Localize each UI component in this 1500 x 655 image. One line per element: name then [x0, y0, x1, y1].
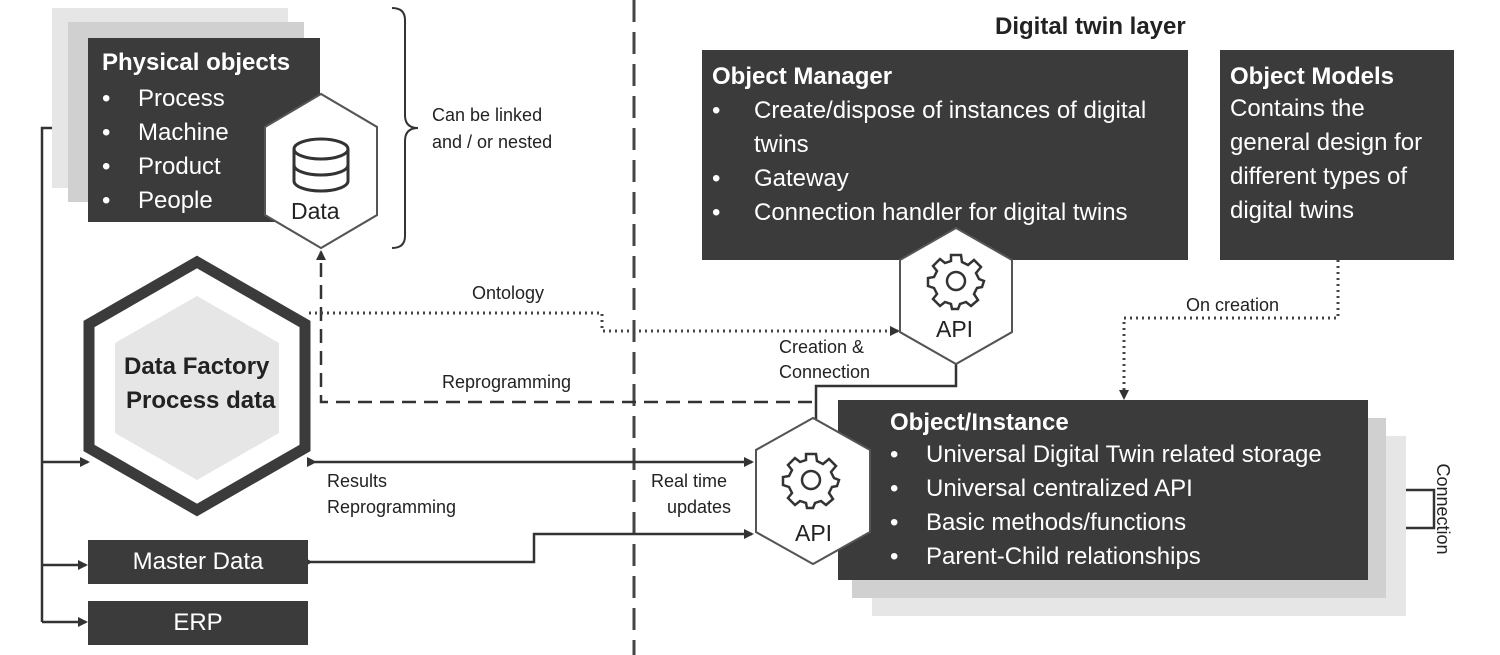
layer-title: Digital twin layer	[995, 13, 1186, 40]
instance-api-overlay	[755, 416, 871, 566]
erp-label: ERP	[173, 609, 223, 636]
list-item-continuation: twins	[754, 131, 809, 158]
list-item: Product	[102, 150, 306, 184]
creation-connection-arrow	[811, 364, 958, 432]
data-factory-hexagon-inner	[115, 296, 279, 480]
ontology-dotted-arrow	[309, 311, 900, 336]
list-item: Process	[102, 82, 306, 116]
list-item: Connection handler for digital twins	[712, 196, 1178, 230]
list-item: Parent-Child relationships	[890, 540, 1352, 574]
object-models-line: digital twins	[1230, 197, 1355, 224]
results-label-line2: Reprogramming	[327, 497, 457, 517]
master-data-box: Master Data	[88, 540, 308, 584]
results-label-line1: Results	[327, 471, 388, 491]
object-manager-list: Create/dispose of instances of digital t…	[712, 94, 1178, 230]
object-models-box: Object Models Contains the general desig…	[1220, 50, 1454, 260]
physical-objects-title: Physical objects	[102, 49, 291, 76]
physical-objects-list: Process Machine Product People	[102, 82, 306, 218]
creation-label-line2: Connection	[779, 362, 871, 382]
object-models-line: different types of	[1230, 163, 1407, 190]
erp-box: ERP	[88, 601, 308, 645]
on-creation-label: On creation	[1186, 295, 1280, 315]
linked-label-line1: Can be linked	[432, 105, 543, 125]
instance-api-label: API	[795, 520, 833, 546]
reprogramming-label: Reprogramming	[442, 372, 572, 392]
data-factory-line1: Data Factory	[124, 353, 270, 380]
object-manager-box: Object Manager Create/dispose of instanc…	[702, 50, 1188, 260]
data-hexagon-overlay	[264, 92, 378, 250]
object-instance-title: Object/Instance	[890, 409, 1069, 436]
master-data-double-arrow	[303, 529, 754, 567]
object-models-line: general design for	[1230, 129, 1423, 156]
data-hexagon-label: Data	[291, 198, 340, 224]
reprogramming-dashed-arrow	[316, 250, 812, 404]
object-manager-title: Object Manager	[712, 63, 893, 90]
curly-brace	[391, 7, 419, 249]
real-time-label-line2: updates	[667, 497, 732, 517]
master-data-label: Master Data	[132, 548, 264, 575]
list-item: People	[102, 184, 306, 218]
data-factory-line2: Process data	[126, 387, 276, 414]
on-creation-dotted-arrow	[1119, 260, 1340, 400]
ontology-label: Ontology	[472, 283, 545, 303]
connection-label: Connection	[1433, 463, 1453, 555]
manager-api-label: API	[936, 316, 974, 342]
real-time-label-line1: Real time	[651, 471, 728, 491]
object-models-title: Object Models	[1230, 63, 1395, 90]
linked-label-line2: and / or nested	[432, 132, 553, 152]
object-instance-list: Universal Digital Twin related storage U…	[890, 438, 1352, 574]
list-item: Basic methods/functions	[890, 506, 1352, 540]
list-item: Create/dispose of instances of digital	[712, 94, 1178, 128]
list-item: Gateway	[712, 162, 1178, 196]
list-item: Machine	[102, 116, 306, 150]
creation-label-line1: Creation &	[779, 337, 865, 357]
list-item: Universal Digital Twin related storage	[890, 438, 1352, 472]
list-item: Universal centralized API	[890, 472, 1352, 506]
object-models-line: Contains the	[1230, 95, 1365, 122]
manager-api-overlay	[899, 226, 1013, 366]
object-instance-box: Object/Instance Universal Digital Twin r…	[838, 400, 1368, 580]
